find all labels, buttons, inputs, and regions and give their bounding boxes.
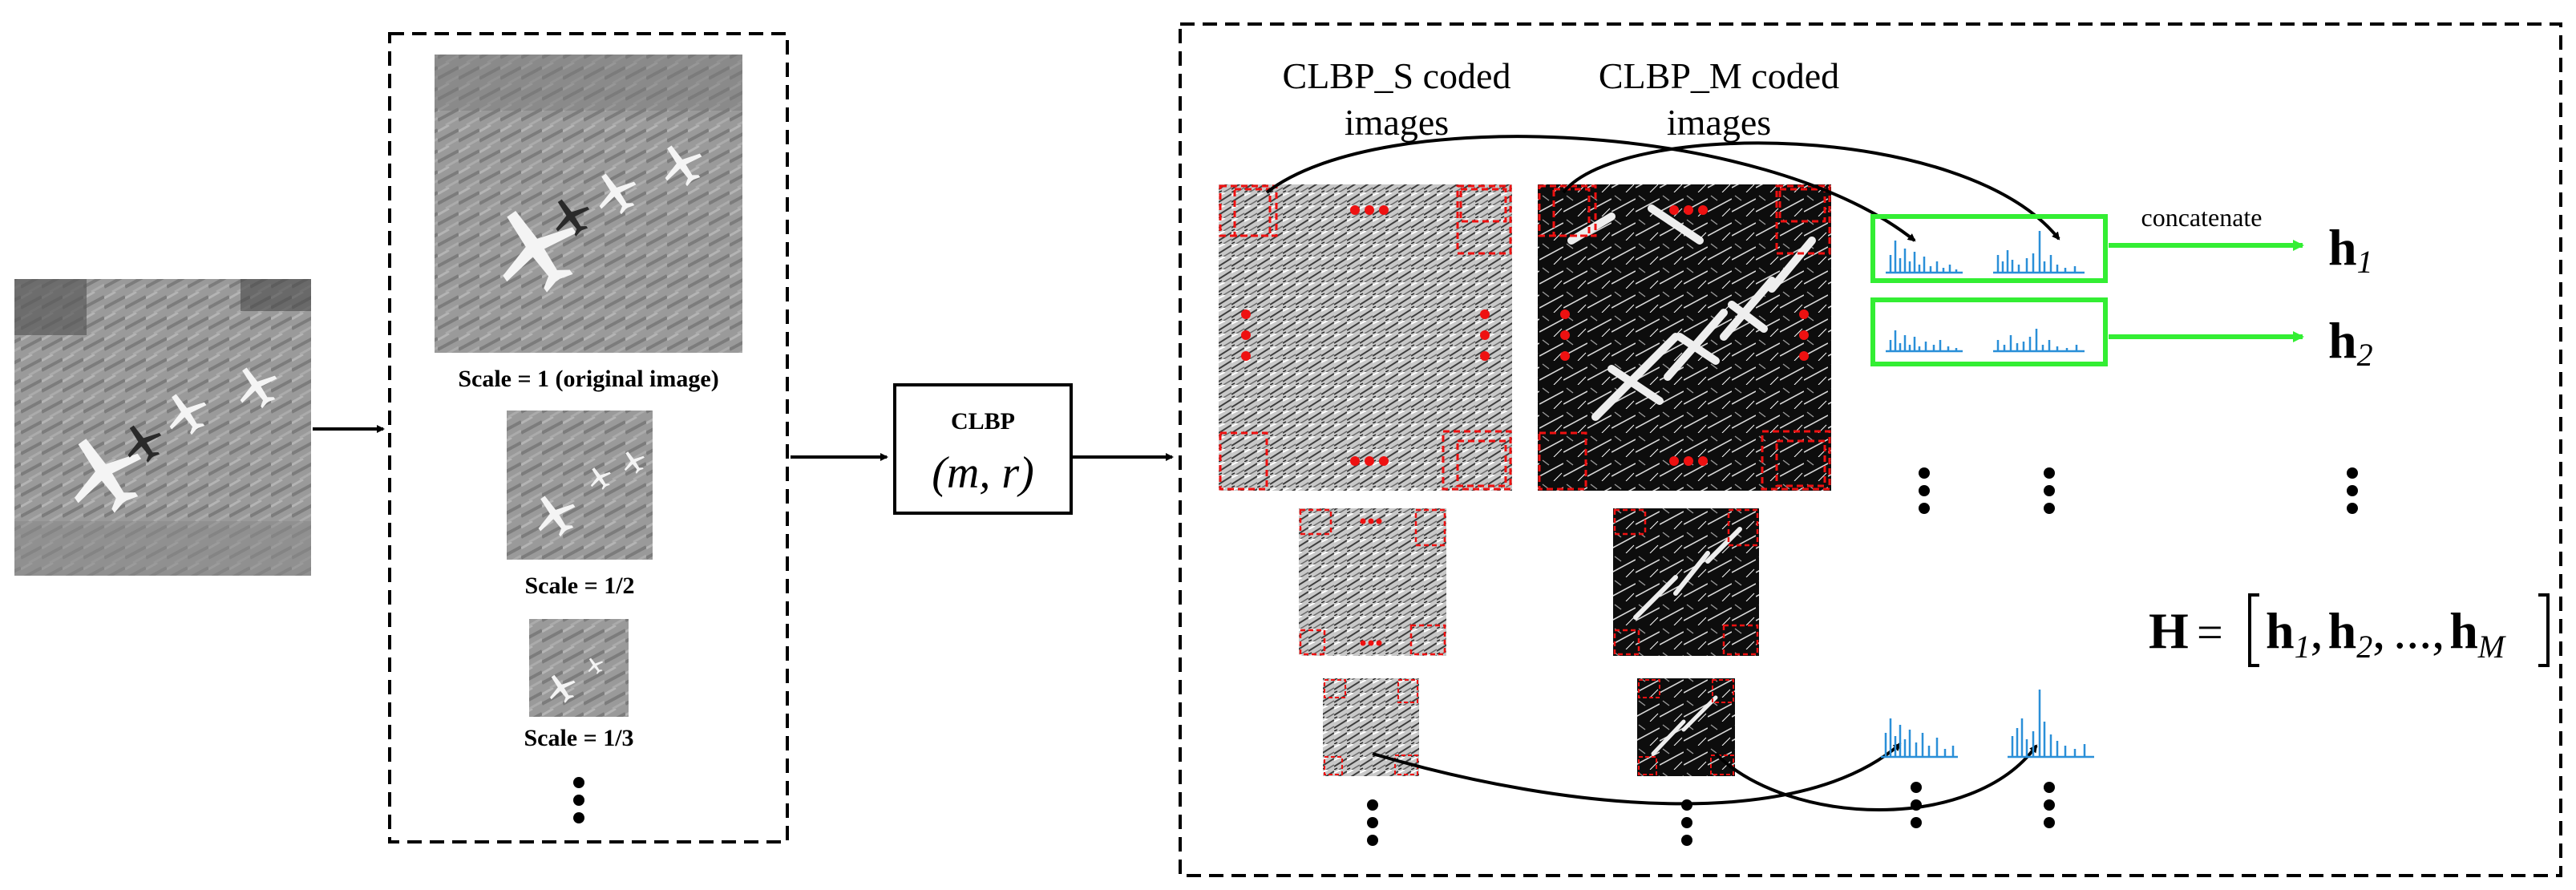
clbp-s-image-scale-1 [1219, 184, 1512, 491]
clbp-m-image-scale-1 [1538, 184, 1831, 491]
arrow-m3-to-hM [1714, 744, 2038, 811]
clbp-operator-params: (m, r) [932, 448, 1034, 498]
clbp-m-header-line2: images [1667, 102, 1771, 143]
airplane-icon [240, 367, 277, 409]
scale-1-label: Scale = 1 (original image) [458, 366, 718, 392]
scale-half-image [507, 411, 653, 560]
arrow-s1-to-h1 [1265, 135, 1916, 242]
clbp-s-image-scale-third [1323, 678, 1419, 776]
flow-arrows [1265, 135, 2060, 811]
h2-vector: h2 [2328, 312, 2373, 373]
airplane-icon [74, 439, 142, 513]
clbp-s-header-line2: images [1345, 102, 1449, 143]
scale-half-label: Scale = 1/2 [524, 572, 634, 599]
arrow-m1-to-h1 [1562, 141, 2060, 241]
histogram-row-1 [1870, 214, 2108, 283]
clbp-operator-name: CLBP [951, 408, 1015, 435]
clbp-s-ellipsis [1367, 799, 1378, 846]
coded-output-box [1179, 22, 2562, 877]
arrow-s3-to-hM [1372, 742, 1902, 806]
clbp-m-ellipsis [1681, 799, 1692, 846]
airplane-icon [169, 394, 207, 435]
svg-text:H: H [2149, 602, 2189, 659]
scale-1-image [435, 55, 742, 353]
h1-vector: h1 [2328, 219, 2373, 280]
clbp-s-header-line1: CLBP_S coded [1283, 55, 1511, 96]
scale-third-label: Scale = 1/3 [524, 725, 633, 751]
final-feature-equation: H = h1,h2,...,hM [2149, 593, 2550, 667]
highlight-box-1 [1870, 214, 2108, 283]
histogram-ellipsis [1911, 467, 2358, 828]
input-image [14, 279, 311, 576]
pyramid-ellipsis [573, 777, 584, 823]
clbp-m-image-scale-third [1637, 678, 1735, 776]
clbp-s-image-scale-half [1299, 508, 1446, 656]
scale-third-image [529, 619, 629, 717]
pyramid-box [388, 32, 789, 843]
clbp-operator-box: CLBP (m, r) [893, 383, 1073, 515]
clbp-m-header-line1: CLBP_M coded [1599, 55, 1839, 96]
histogram-row-2 [1870, 297, 2108, 366]
airplane-icon [127, 425, 162, 463]
highlight-box-2 [1870, 297, 2108, 366]
concatenate-label: concatenate [2141, 203, 2263, 232]
svg-text:h1,h2,...,hM: h1,h2,...,hM [2266, 602, 2507, 665]
clbp-m-image-scale-half [1613, 508, 1759, 656]
histogram-row-M [1881, 690, 2094, 759]
svg-text:=: = [2197, 606, 2223, 658]
